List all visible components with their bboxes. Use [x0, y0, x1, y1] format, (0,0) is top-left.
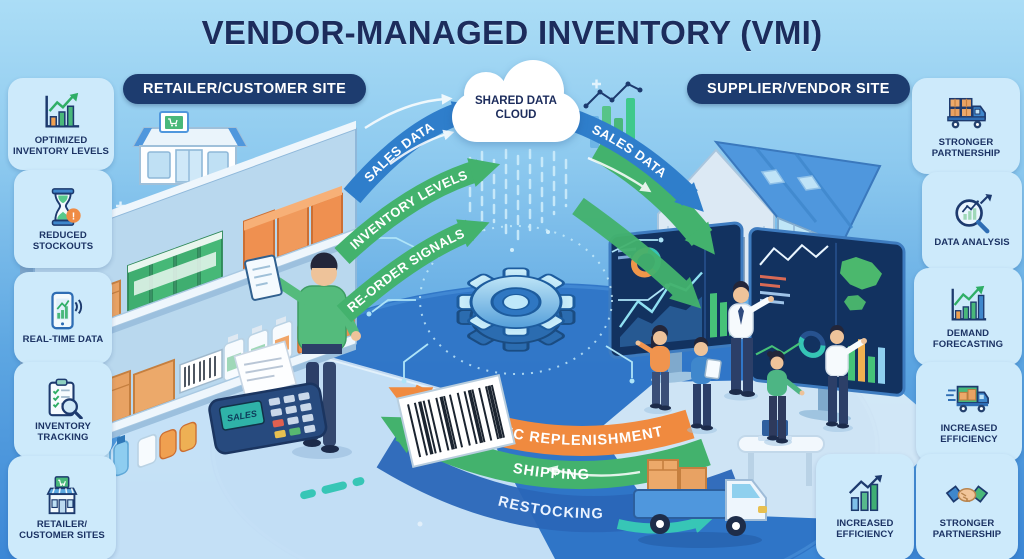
- data-stream: [468, 148, 568, 246]
- supply-arrow-1: [591, 136, 715, 255]
- benefit-card-inventory-tracking: INVENTORY TRACKING: [14, 362, 112, 458]
- bar-chart-arrow-icon: [848, 474, 883, 511]
- person-green: [764, 350, 805, 446]
- benefit-card-increased-efficiency-bottom: INCREASED EFFICIENCY: [816, 454, 914, 559]
- shelf-barcode-label: [179, 348, 223, 394]
- benefit-label: DEMAND FORECASTING: [932, 327, 1004, 350]
- supplier-team: [635, 281, 867, 446]
- svg-text:SALES DATA: SALES DATA: [361, 119, 437, 185]
- benefit-label: STRONGER PARTNERSHIP: [932, 517, 1002, 540]
- inventory-levels-arrow: [334, 158, 501, 265]
- barcode-tag: [396, 374, 516, 468]
- checklist-magnifier-icon: [48, 378, 83, 419]
- hourglass-alert-icon: !: [51, 187, 81, 226]
- benefit-card-stronger-partnership-top: STRONGER PARTNERSHIP: [912, 78, 1020, 174]
- person-white-right: [823, 325, 867, 432]
- phone-signal-icon: [51, 291, 83, 330]
- store-clerk: [244, 252, 361, 459]
- handshake-icon: [945, 484, 989, 503]
- bar-chart-growth-icon: [45, 92, 80, 128]
- benefit-label: INCREASED EFFICIENCY: [836, 517, 894, 540]
- benefit-card-optimized-inventory-levels: OPTIMIZED INVENTORY LEVELS: [8, 78, 114, 170]
- person-orange: [635, 325, 672, 414]
- benefit-card-demand-forecasting: DEMAND FORECASTING: [914, 268, 1022, 366]
- circuit-lines: [371, 237, 665, 378]
- world-map: [840, 256, 882, 290]
- benefit-card-reduced-stockouts: ! REDUCED STOCKOUTS: [14, 170, 112, 268]
- tablet: [244, 254, 283, 301]
- benefit-label: INVENTORY TRACKING: [35, 420, 91, 443]
- svg-text:!: !: [72, 210, 76, 222]
- shared-data-cloud: SHARED DATA CLOUD: [452, 60, 580, 142]
- pos-terminal: SALES: [208, 340, 328, 455]
- benefit-card-data-analysis: DATA ANALYSIS: [922, 172, 1022, 270]
- shared-data-cloud-label: SHARED DATA CLOUD: [475, 95, 557, 121]
- dashboard-screen-right: [748, 227, 906, 422]
- supplier-site-header: SUPPLIER/VENDOR SITE: [687, 74, 910, 104]
- pos-keypad: [268, 392, 316, 439]
- benefit-card-stronger-partnership-bottom: STRONGER PARTNERSHIP: [916, 454, 1018, 559]
- sales-data-right-arrow: [563, 107, 704, 212]
- benefit-card-retailer-customer-sites: RETAILER/ CUSTOMER SITES: [8, 456, 116, 559]
- reorder-signals-arrow: [336, 219, 490, 323]
- delivery-truck: [633, 459, 767, 548]
- person-manager: [724, 281, 774, 401]
- gear-icon: [456, 267, 576, 352]
- benefit-label: DATA ANALYSIS: [934, 237, 1010, 249]
- teal-dashes: [300, 477, 365, 500]
- retailer-site-header: RETAILER/CUSTOMER SITE: [123, 74, 367, 104]
- bar-chart-trend-icon: [951, 285, 987, 321]
- boxes-truck-icon: [947, 97, 986, 128]
- benefit-label: STRONGER PARTNERSHIP: [931, 136, 1001, 159]
- magnifier-chart-icon: [955, 193, 993, 234]
- supplier-scene: [608, 140, 906, 548]
- storefront-icon: [46, 475, 78, 514]
- benefit-label: RETAILER/ CUSTOMER SITES: [19, 518, 105, 541]
- benefit-label: OPTIMIZED INVENTORY LEVELS: [13, 134, 109, 157]
- flow-label-sales-data-left: SALES DATA: [361, 119, 436, 185]
- green-cartons: [127, 230, 223, 314]
- person-blue: [687, 337, 722, 434]
- sales-data-left-arrow: [343, 101, 482, 204]
- benefit-card-increased-efficiency-right: INCREASED EFFICIENCY: [916, 362, 1022, 462]
- benefit-card-real-time-data: REAL-TIME DATA: [14, 272, 112, 364]
- benefit-label: REDUCED STOCKOUTS: [32, 229, 94, 252]
- benefit-label: INCREASED EFFICIENCY: [940, 422, 998, 445]
- fast-truck-icon: [946, 385, 989, 412]
- page-title: VENDOR-MANAGED INVENTORY (VMI): [201, 14, 823, 51]
- supply-arrow-2: [572, 197, 702, 309]
- plus-marks: [16, 79, 601, 334]
- benefit-label: REAL-TIME DATA: [22, 334, 104, 346]
